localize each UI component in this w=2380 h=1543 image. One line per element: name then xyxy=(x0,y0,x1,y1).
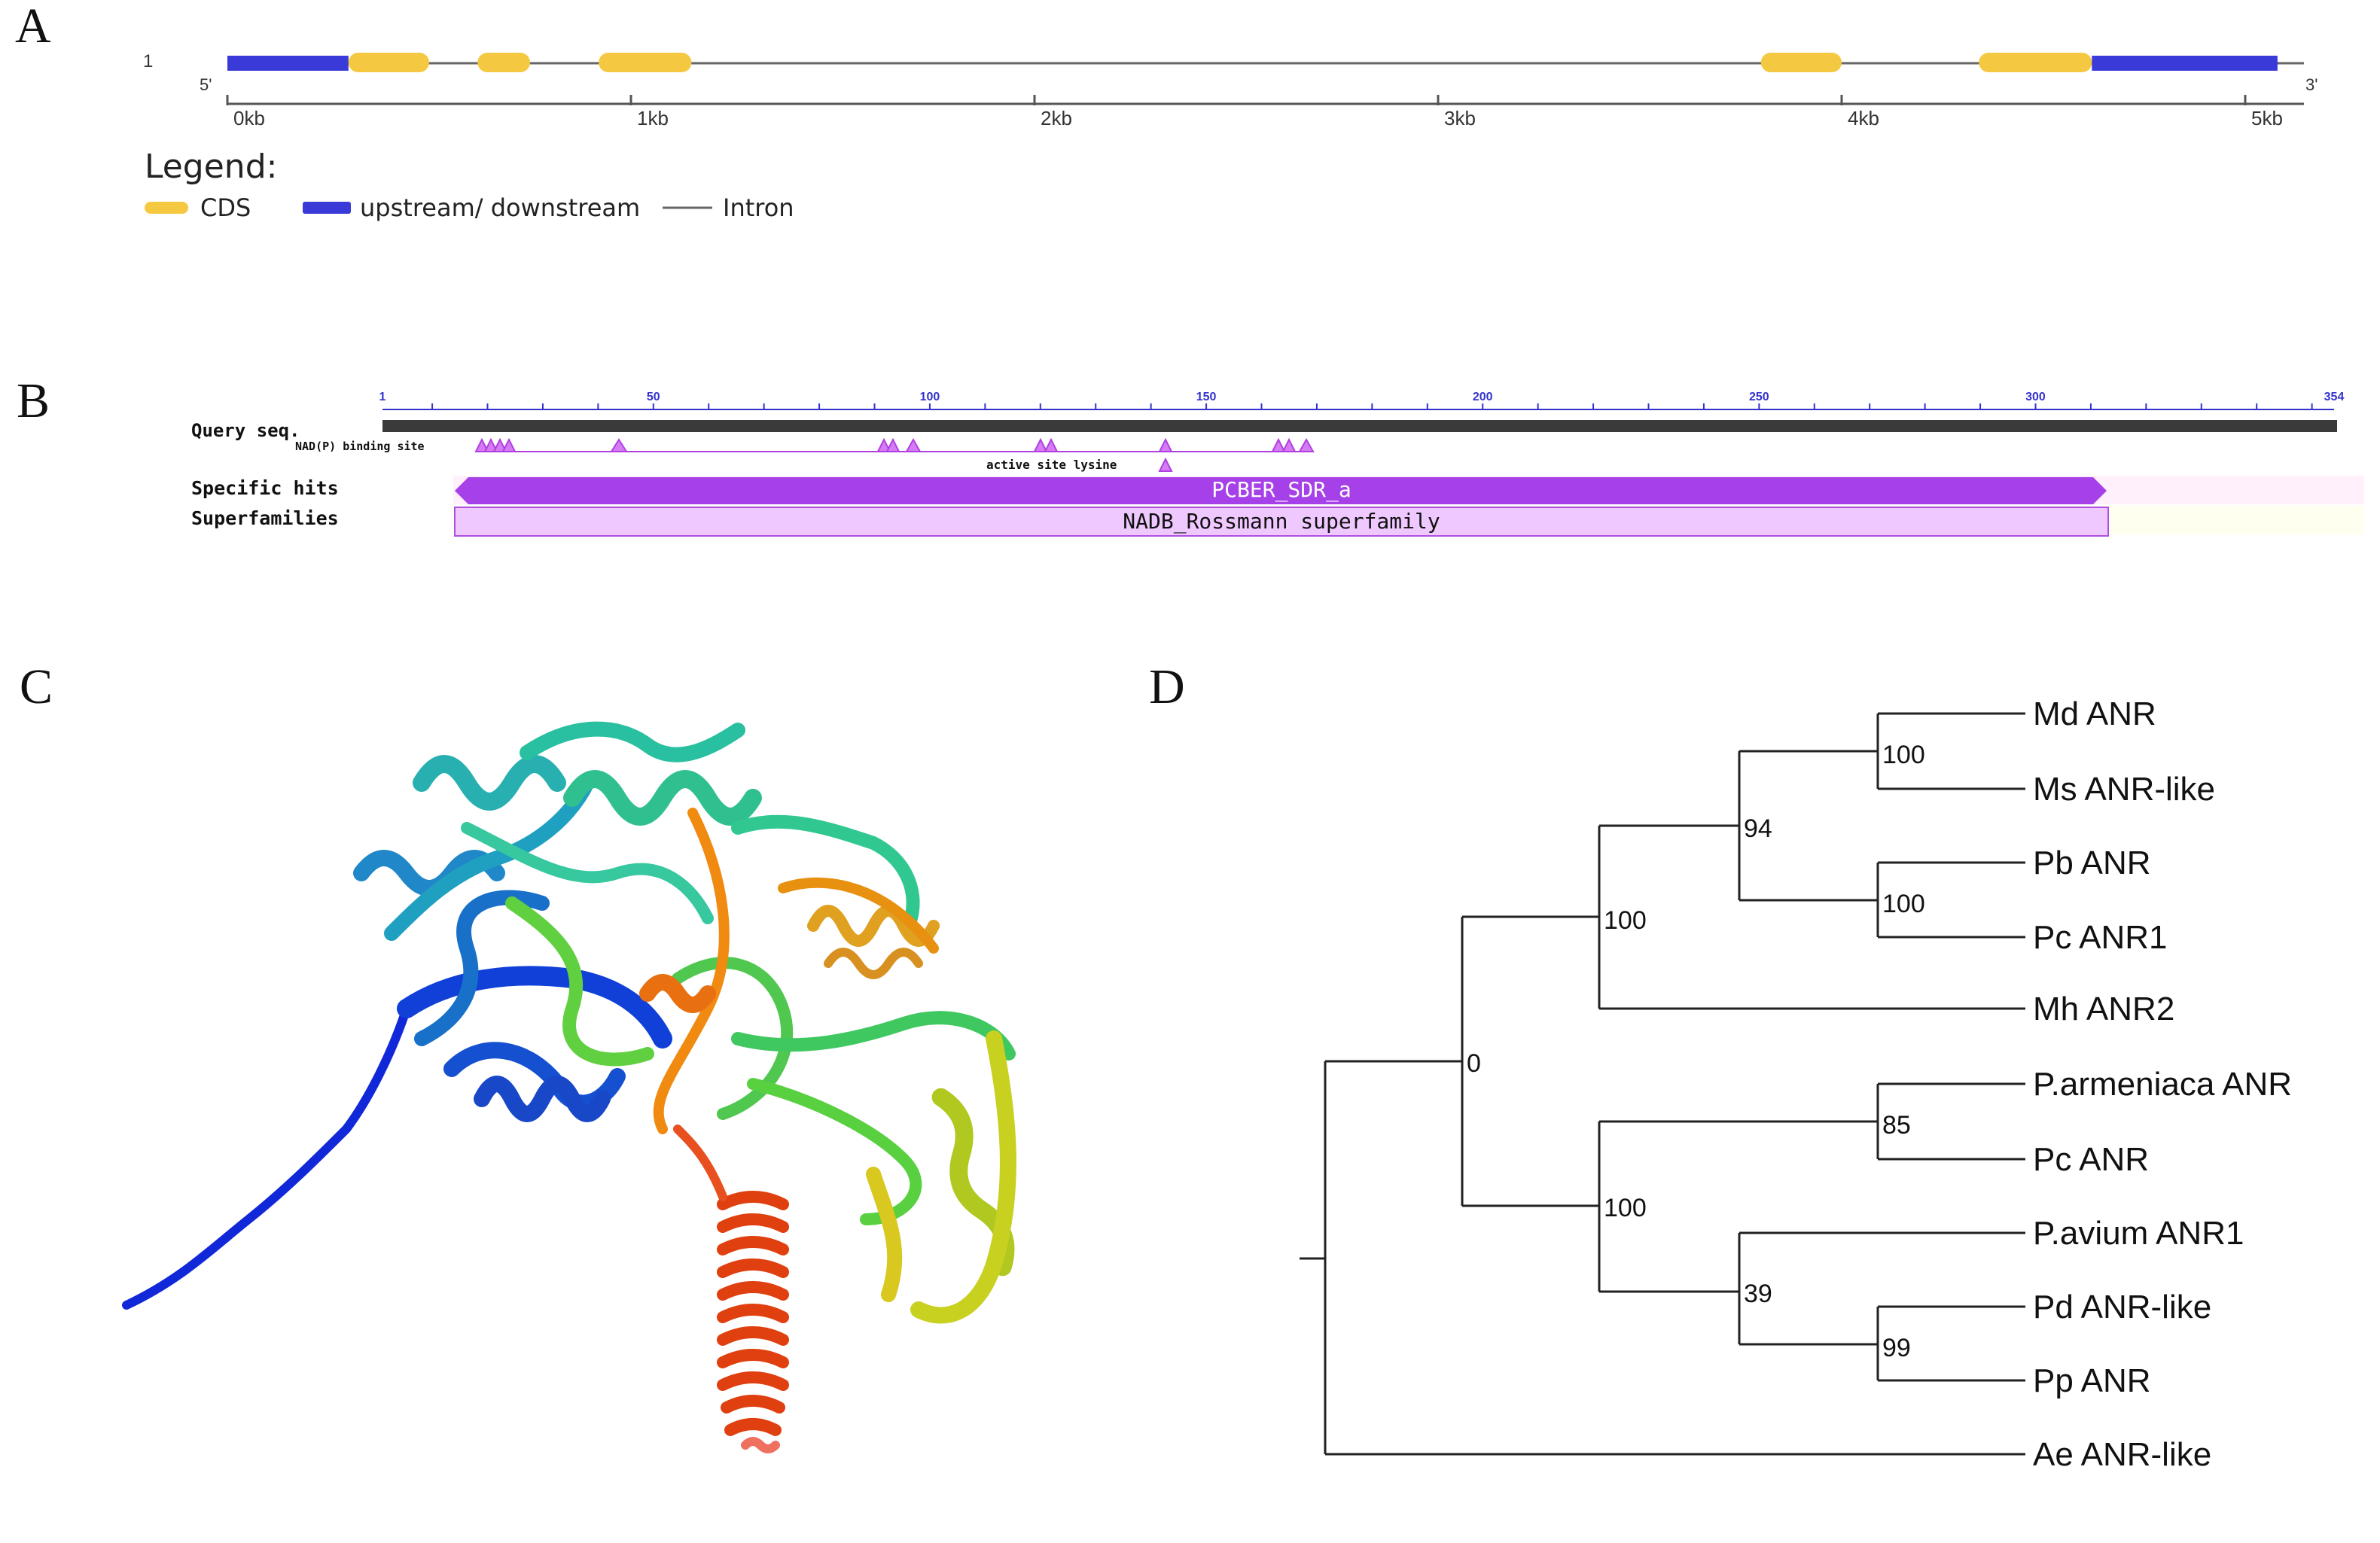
axis-tick-label: 1kb xyxy=(637,107,669,129)
tree-leaf-label: Ms ANR-like xyxy=(2033,771,2215,808)
bootstrap-value: 85 xyxy=(1882,1111,1911,1140)
bootstrap-value: 94 xyxy=(1744,814,1772,843)
legend-cds-label: CDS xyxy=(200,193,251,222)
tree-leaf-label: Pd ANR-like xyxy=(2033,1289,2211,1325)
panel-label-c: C xyxy=(20,659,53,714)
panel-label-d: D xyxy=(1149,659,1185,714)
legend-utr-label: upstream/ downstream xyxy=(360,193,641,222)
legend-intron-swatch xyxy=(663,206,712,209)
cds-exon-5 xyxy=(1979,53,2092,72)
axis-tick-label: 4kb xyxy=(1848,107,1879,129)
superfamilies-label: Superfamilies xyxy=(191,507,339,529)
tree-leaf-label: Ae ANR-like xyxy=(2033,1436,2211,1473)
ruler-tick-label: 50 xyxy=(647,391,660,403)
tree-leaf-label: Pb ANR xyxy=(2033,845,2151,881)
tree-leaf-label: Mh ANR2 xyxy=(2033,991,2174,1027)
bootstrap-value: 99 xyxy=(1882,1334,1911,1362)
specific-hit-bar xyxy=(455,477,2107,504)
gene-structure-track: 0kb 1kb 2kb 3kb 4kb 5kb xyxy=(226,53,2304,129)
tree-leaf-label: P.armeniaca ANR xyxy=(2033,1066,2292,1103)
bootstrap-value: 100 xyxy=(1604,1194,1647,1222)
axis-tick-label: 3kb xyxy=(1444,107,1476,129)
utr-region-0 xyxy=(227,56,349,71)
bootstrap-value: 100 xyxy=(1604,906,1647,935)
tree-leaf-label: Pc ANR xyxy=(2033,1141,2149,1178)
cds-exon-4 xyxy=(1760,53,1842,72)
utr-region-6 xyxy=(2092,56,2278,71)
tree-leaf-label: P.avium ANR1 xyxy=(2033,1215,2244,1252)
bootstrap-value: 100 xyxy=(1882,741,1925,769)
active-site-label: active site lysine xyxy=(986,458,1117,472)
nad-binding-label: NAD(P) binding site xyxy=(295,440,425,453)
axis-tick-label: 2kb xyxy=(1041,107,1072,129)
axis-tick-label: 5kb xyxy=(2251,107,2283,129)
superfamily-bar xyxy=(454,507,2109,537)
bootstrap-value: 100 xyxy=(1882,890,1925,918)
three-prime-label: 3' xyxy=(2305,75,2318,94)
specific-hit-name: PCBER_SDR_a xyxy=(1211,477,1352,502)
ruler-tick-label: 300 xyxy=(2025,391,2046,403)
ruler-tick-label: 100 xyxy=(920,391,940,403)
specific-hits-label: Specific hits xyxy=(191,477,339,499)
cds-exon-2 xyxy=(477,53,530,72)
track-label: 1 xyxy=(143,51,154,72)
query-sequence-bar xyxy=(382,420,2337,432)
bootstrap-value: 39 xyxy=(1744,1280,1772,1308)
protein-ribbon-icon xyxy=(122,721,1016,1453)
tree-leaf-label: Pc ANR1 xyxy=(2033,919,2168,956)
legend-title: Legend: xyxy=(145,148,278,186)
superfamily-name: NADB_Rossmann superfamily xyxy=(1123,509,1440,534)
legend-cds-swatch xyxy=(145,202,188,214)
panel-label-b: B xyxy=(17,373,50,428)
cds-exon-3 xyxy=(599,53,692,72)
tree-branches xyxy=(1300,712,2025,1456)
phylogenetic-tree: Md ANR Ms ANR-like Pb ANR Pc ANR1 Mh ANR2P.a… xyxy=(1300,695,2292,1473)
ruler-tick-label: 150 xyxy=(1196,391,1217,403)
legend-utr-swatch xyxy=(303,202,351,214)
axis-tick-label: 0kb xyxy=(233,107,265,129)
ruler-tick-label: 1 xyxy=(379,391,386,403)
legend-intron-label: Intron xyxy=(723,193,794,222)
query-seq-label: Query seq. xyxy=(191,420,300,441)
five-prime-label: 5' xyxy=(200,75,212,94)
ruler-tick-label: 250 xyxy=(1749,391,1769,403)
tree-leaf-label: Md ANR xyxy=(2033,695,2156,732)
panel-label-a: A xyxy=(15,0,51,53)
active-site-marker xyxy=(1158,457,1173,472)
ruler-tick-label: 200 xyxy=(1473,391,1493,403)
tree-leaf-label: Pp ANR xyxy=(2033,1362,2151,1399)
bootstrap-value: 0 xyxy=(1467,1049,1481,1078)
cds-exon-1 xyxy=(348,53,429,72)
nad-binding-sites xyxy=(474,437,1315,452)
ruler-tick-label: 354 xyxy=(2324,391,2345,403)
